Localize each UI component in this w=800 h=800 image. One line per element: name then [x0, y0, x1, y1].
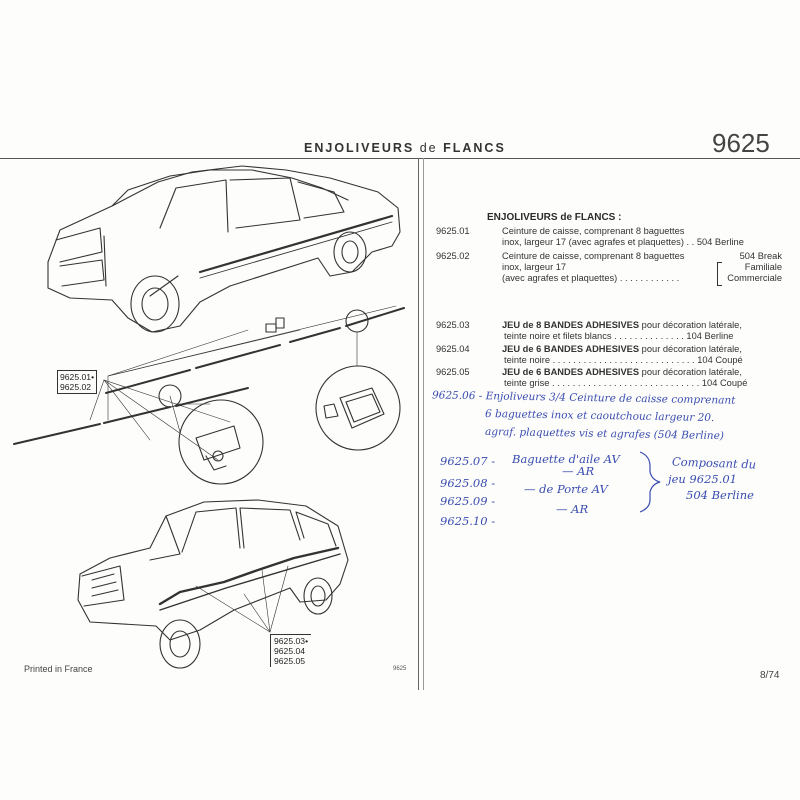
column-divider-2 [423, 158, 424, 690]
handwritten-ref: 9625.07 - [440, 454, 496, 468]
header-divider [0, 158, 800, 159]
part-desc: JEU de 6 BANDES ADHESIVES pour décoratio… [502, 344, 743, 366]
handwritten-ref: 9625.08 - [440, 476, 496, 490]
part-desc: Ceinture de caisse, comprenant 8 baguett… [502, 251, 684, 284]
callout-label: 9625.05 [274, 656, 306, 666]
moulding-strip-drawing [13, 305, 405, 461]
footer-date: 8/74 [760, 670, 780, 681]
desc-line: (avec agrafes et plaquettes) . . . . . .… [502, 273, 680, 283]
desc-line: teinte grise . . . . . . . . . . . . . .… [504, 378, 748, 388]
part-ref: 9625.02 [436, 251, 470, 261]
desc-rest: pour décoration latérale, [639, 367, 742, 377]
desc-line: teinte noire et filets blancs . . . . . … [504, 331, 734, 341]
handwritten-item: Baguette d'aile AV [512, 452, 620, 466]
callout-label: 9625.04 [274, 646, 306, 656]
desc-line: Ceinture de caisse, comprenant 8 baguett… [502, 226, 685, 236]
model-column: 504 Break Familiale Commerciale [0, 251, 782, 284]
desc-line: Ceinture de caisse, comprenant 8 baguett… [502, 251, 685, 261]
callout-bottom: 9625.03• 9625.04 9625.05 [270, 634, 312, 667]
handwritten-note: Composant du [671, 454, 757, 472]
title-part-3: FLANCS [443, 141, 506, 155]
car-504-drawing [47, 165, 401, 333]
handwritten-ref: 9625.10 - [440, 514, 496, 528]
part-desc: JEU de 8 BANDES ADHESIVES pour décoratio… [502, 320, 742, 342]
page-title: ENJOLIVEURS de FLANCS [304, 141, 506, 155]
handwritten-note: jeu 9625.01 [668, 472, 737, 486]
model-name: 504 Break [739, 251, 782, 261]
part-desc: JEU de 6 BANDES ADHESIVES pour décoratio… [502, 367, 747, 389]
part-ref: 9625.05 [436, 367, 470, 377]
desc-rest: pour décoration latérale, [639, 344, 742, 354]
callout-top: 9625.01• 9625.02 [57, 370, 98, 394]
handwritten-item: — AR [562, 464, 595, 478]
model-name: Commerciale [727, 273, 782, 283]
column-divider [418, 158, 419, 690]
callout-label: 9625.02 [60, 382, 92, 392]
part-ref: 9625.01 [436, 226, 470, 236]
footer-code: 9625 [393, 666, 407, 672]
part-ref: 9625.03 [436, 320, 470, 330]
callout-label: 9625.01• [60, 372, 95, 382]
model-bracket [717, 262, 722, 286]
callout-label: 9625.03• [274, 636, 309, 646]
handwritten-note: 504 Berline [686, 488, 754, 502]
car-104-drawing [77, 499, 349, 669]
detail-circle-left [169, 395, 264, 485]
desc-line: inox, largeur 17 (avec agrafes et plaque… [502, 237, 744, 247]
title-part-1: ENJOLIVEURS [304, 141, 415, 155]
desc-line: inox, largeur 17 [502, 262, 567, 272]
section-code: 9625 [712, 128, 770, 158]
part-desc: Ceinture de caisse, comprenant 8 baguett… [502, 226, 744, 248]
footer-printed: Printed in France [24, 664, 93, 674]
title-part-2: de [419, 141, 438, 155]
detail-circle-right [315, 331, 401, 451]
desc-bold: JEU de 8 BANDES ADHESIVES [502, 320, 640, 330]
handwritten-ref: 9625.09 - [440, 494, 496, 508]
desc-bold: JEU de 6 BANDES ADHESIVES [502, 367, 640, 377]
desc-line: teinte noire . . . . . . . . . . . . . .… [504, 355, 743, 365]
illustration [13, 165, 405, 669]
desc-bold: JEU de 6 BANDES ADHESIVES [502, 344, 640, 354]
desc-rest: pour décoration latérale, [639, 320, 742, 330]
part-ref: 9625.04 [436, 344, 470, 354]
section-title: ENJOLIVEURS de FLANCS : [487, 212, 622, 223]
model-name: Familiale [744, 262, 782, 272]
handwritten-item: — AR [556, 502, 589, 516]
handwritten-item: — de Porte AV [524, 482, 608, 496]
